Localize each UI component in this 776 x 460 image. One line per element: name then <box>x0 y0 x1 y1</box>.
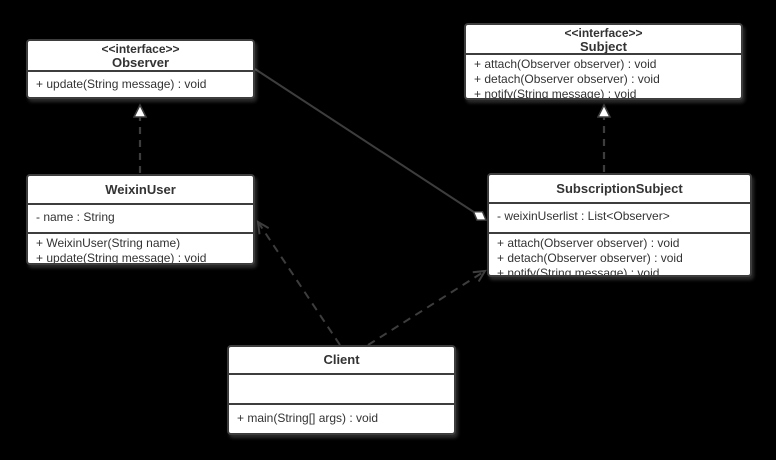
class-title-client: Client <box>229 347 454 373</box>
class-box-subscriptionsubject: SubscriptionSubject - weixinUserlist : L… <box>487 173 752 277</box>
class-name: WeixinUser <box>105 181 176 197</box>
attributes-compartment: - weixinUserlist : List<Observer> <box>489 202 750 232</box>
stereotype-label: <<interface>> <box>101 42 180 56</box>
method-label: + detach(Observer observer) : void <box>497 251 683 265</box>
attributes-compartment: - name : String <box>28 203 253 232</box>
methods-compartment: + attach(Observer observer) : void + det… <box>489 232 750 275</box>
method-label: + notify(String message) : void <box>497 266 660 275</box>
method-label: + attach(Observer observer) : void <box>497 236 680 250</box>
attribute-label: - weixinUserlist : List<Observer> <box>497 209 670 223</box>
method-label: + update(String message) : void <box>36 77 207 91</box>
class-title-subscriptionsubject: SubscriptionSubject <box>489 175 750 202</box>
class-box-weixinuser: WeixinUser - name : String + WeixinUser(… <box>26 174 255 265</box>
class-name: Observer <box>111 55 170 70</box>
class-name: SubscriptionSubject <box>556 180 683 196</box>
methods-compartment: + attach(Observer observer) : void + det… <box>466 53 741 98</box>
method-label: + notify(String message) : void <box>474 87 637 98</box>
dependency-arrow-client-to-subscriptionsubject <box>367 269 487 346</box>
attributes-compartment-empty <box>229 373 454 403</box>
class-title-subject: <<interface>> Subject <box>466 25 741 53</box>
method-label: + WeixinUser(String name) <box>36 236 181 250</box>
method-label: + update(String message) : void <box>36 251 207 263</box>
method-label: + attach(Observer observer) : void <box>474 57 657 71</box>
class-box-client: Client + main(String[] args) : void <box>227 345 456 435</box>
dependency-arrow-client-to-weixinuser <box>256 220 341 346</box>
class-name: Client <box>323 352 360 367</box>
attribute-label: - name : String <box>36 210 115 224</box>
methods-compartment: + update(String message) : void <box>28 70 253 97</box>
aggregation-line-observer-to-subscriptionsubject <box>254 68 486 221</box>
stereotype-label: <<interface>> <box>564 26 643 40</box>
methods-compartment: + WeixinUser(String name) + update(Strin… <box>28 232 253 263</box>
method-label: + main(String[] args) : void <box>237 411 379 425</box>
class-title-weixinuser: WeixinUser <box>28 176 253 203</box>
class-box-subject: <<interface>> Subject + attach(Observer … <box>464 23 743 100</box>
methods-compartment: + main(String[] args) : void <box>229 403 454 433</box>
class-title-observer: <<interface>> Observer <box>28 41 253 70</box>
method-label: + detach(Observer observer) : void <box>474 72 660 86</box>
class-name: Subject <box>580 39 627 54</box>
class-box-observer: <<interface>> Observer + update(String m… <box>26 39 255 99</box>
